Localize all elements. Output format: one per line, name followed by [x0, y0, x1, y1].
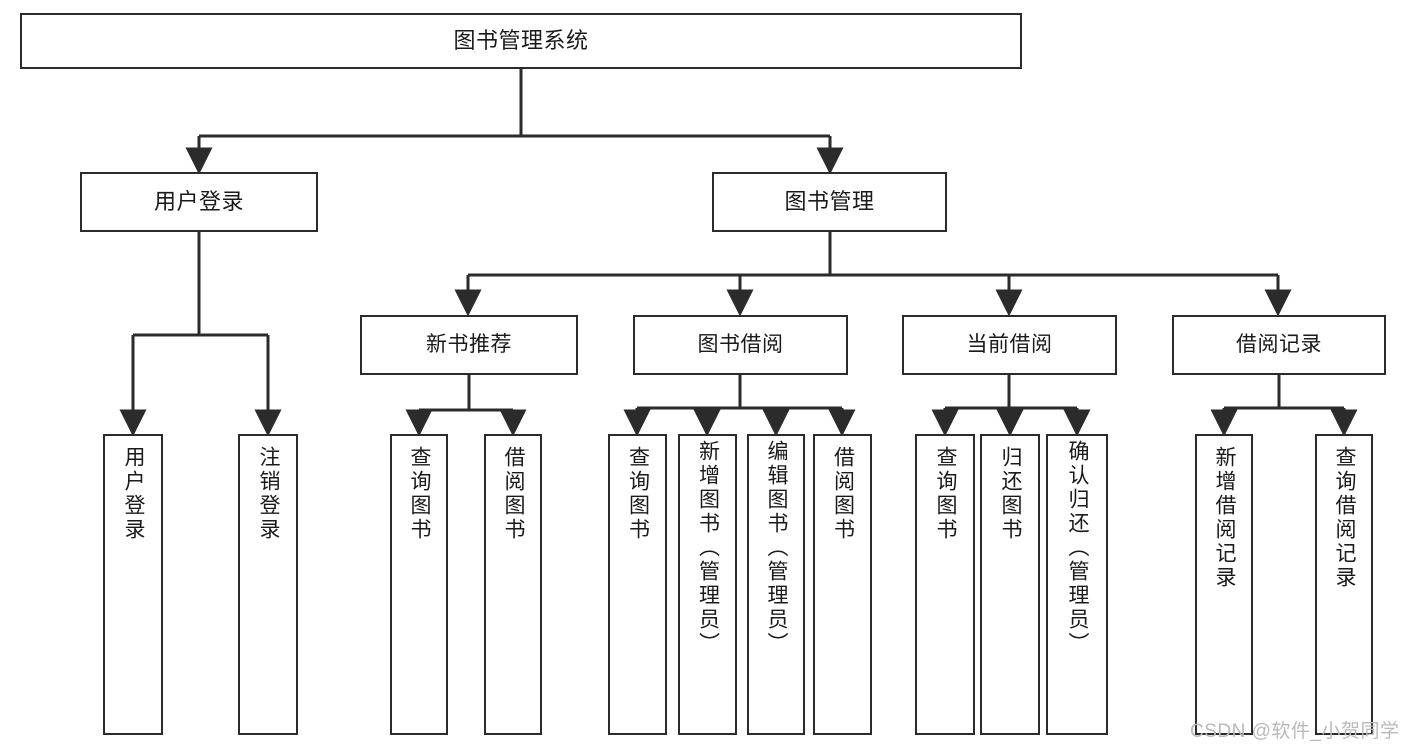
node-borrow-record-label: 借阅记录 [1236, 332, 1322, 356]
node-leaf-user-logout-label: 注销登录 [257, 446, 281, 542]
node-leaf-borrow-book-rec-label: 借阅图书 [502, 446, 526, 542]
node-leaf-add-borrow-record-label: 新增借阅记录 [1213, 446, 1237, 590]
node-leaf-query-book-rec[interactable]: 查询图书 [390, 434, 448, 735]
node-leaf-return-book-label: 归还图书 [999, 446, 1023, 542]
node-leaf-add-book-admin-label: 新增图书（管理员） [696, 440, 720, 656]
node-new-book-rec-label: 新书推荐 [426, 332, 512, 356]
node-root-label: 图书管理系统 [453, 28, 589, 54]
node-leaf-user-login-label: 用户登录 [122, 446, 146, 542]
node-leaf-borrow-book[interactable]: 借阅图书 [813, 434, 872, 735]
node-current-borrow[interactable]: 当前借阅 [902, 315, 1117, 375]
watermark-text: CSDN @软件_小贺同学 [1190, 721, 1400, 742]
node-leaf-query-book-rec-label: 查询图书 [408, 446, 432, 542]
node-leaf-borrow-book-label: 借阅图书 [831, 446, 855, 542]
node-leaf-confirm-return-admin[interactable]: 确认归还（管理员） [1046, 434, 1108, 735]
node-borrow-record[interactable]: 借阅记录 [1172, 315, 1386, 375]
node-user-login[interactable]: 用户登录 [80, 172, 318, 232]
node-leaf-query-book-cur-label: 查询图书 [934, 446, 958, 542]
node-leaf-edit-book-admin-label: 编辑图书（管理员） [765, 440, 789, 656]
node-book-manage[interactable]: 图书管理 [712, 172, 947, 232]
node-leaf-return-book[interactable]: 归还图书 [980, 434, 1040, 735]
node-leaf-query-book-cur[interactable]: 查询图书 [915, 434, 975, 735]
node-leaf-add-borrow-record[interactable]: 新增借阅记录 [1195, 434, 1253, 735]
node-leaf-query-borrow-record-label: 查询借阅记录 [1333, 446, 1357, 590]
node-user-login-label: 用户登录 [153, 189, 244, 215]
node-leaf-confirm-return-admin-label: 确认归还（管理员） [1066, 440, 1090, 656]
node-book-borrow[interactable]: 图书借阅 [633, 315, 848, 375]
node-leaf-user-logout[interactable]: 注销登录 [238, 434, 298, 735]
node-leaf-query-book-borrow[interactable]: 查询图书 [608, 434, 667, 735]
node-leaf-add-book-admin[interactable]: 新增图书（管理员） [678, 434, 737, 735]
node-leaf-borrow-book-rec[interactable]: 借阅图书 [484, 434, 542, 735]
node-leaf-query-borrow-record[interactable]: 查询借阅记录 [1315, 434, 1373, 735]
node-leaf-edit-book-admin[interactable]: 编辑图书（管理员） [747, 434, 805, 735]
node-root[interactable]: 图书管理系统 [20, 13, 1022, 69]
node-new-book-rec[interactable]: 新书推荐 [360, 315, 578, 375]
node-book-borrow-label: 图书借阅 [697, 332, 784, 356]
node-leaf-query-book-borrow-label: 查询图书 [626, 446, 650, 542]
node-leaf-user-login[interactable]: 用户登录 [103, 434, 163, 735]
node-book-manage-label: 图书管理 [784, 189, 875, 215]
node-current-borrow-label: 当前借阅 [966, 332, 1053, 356]
